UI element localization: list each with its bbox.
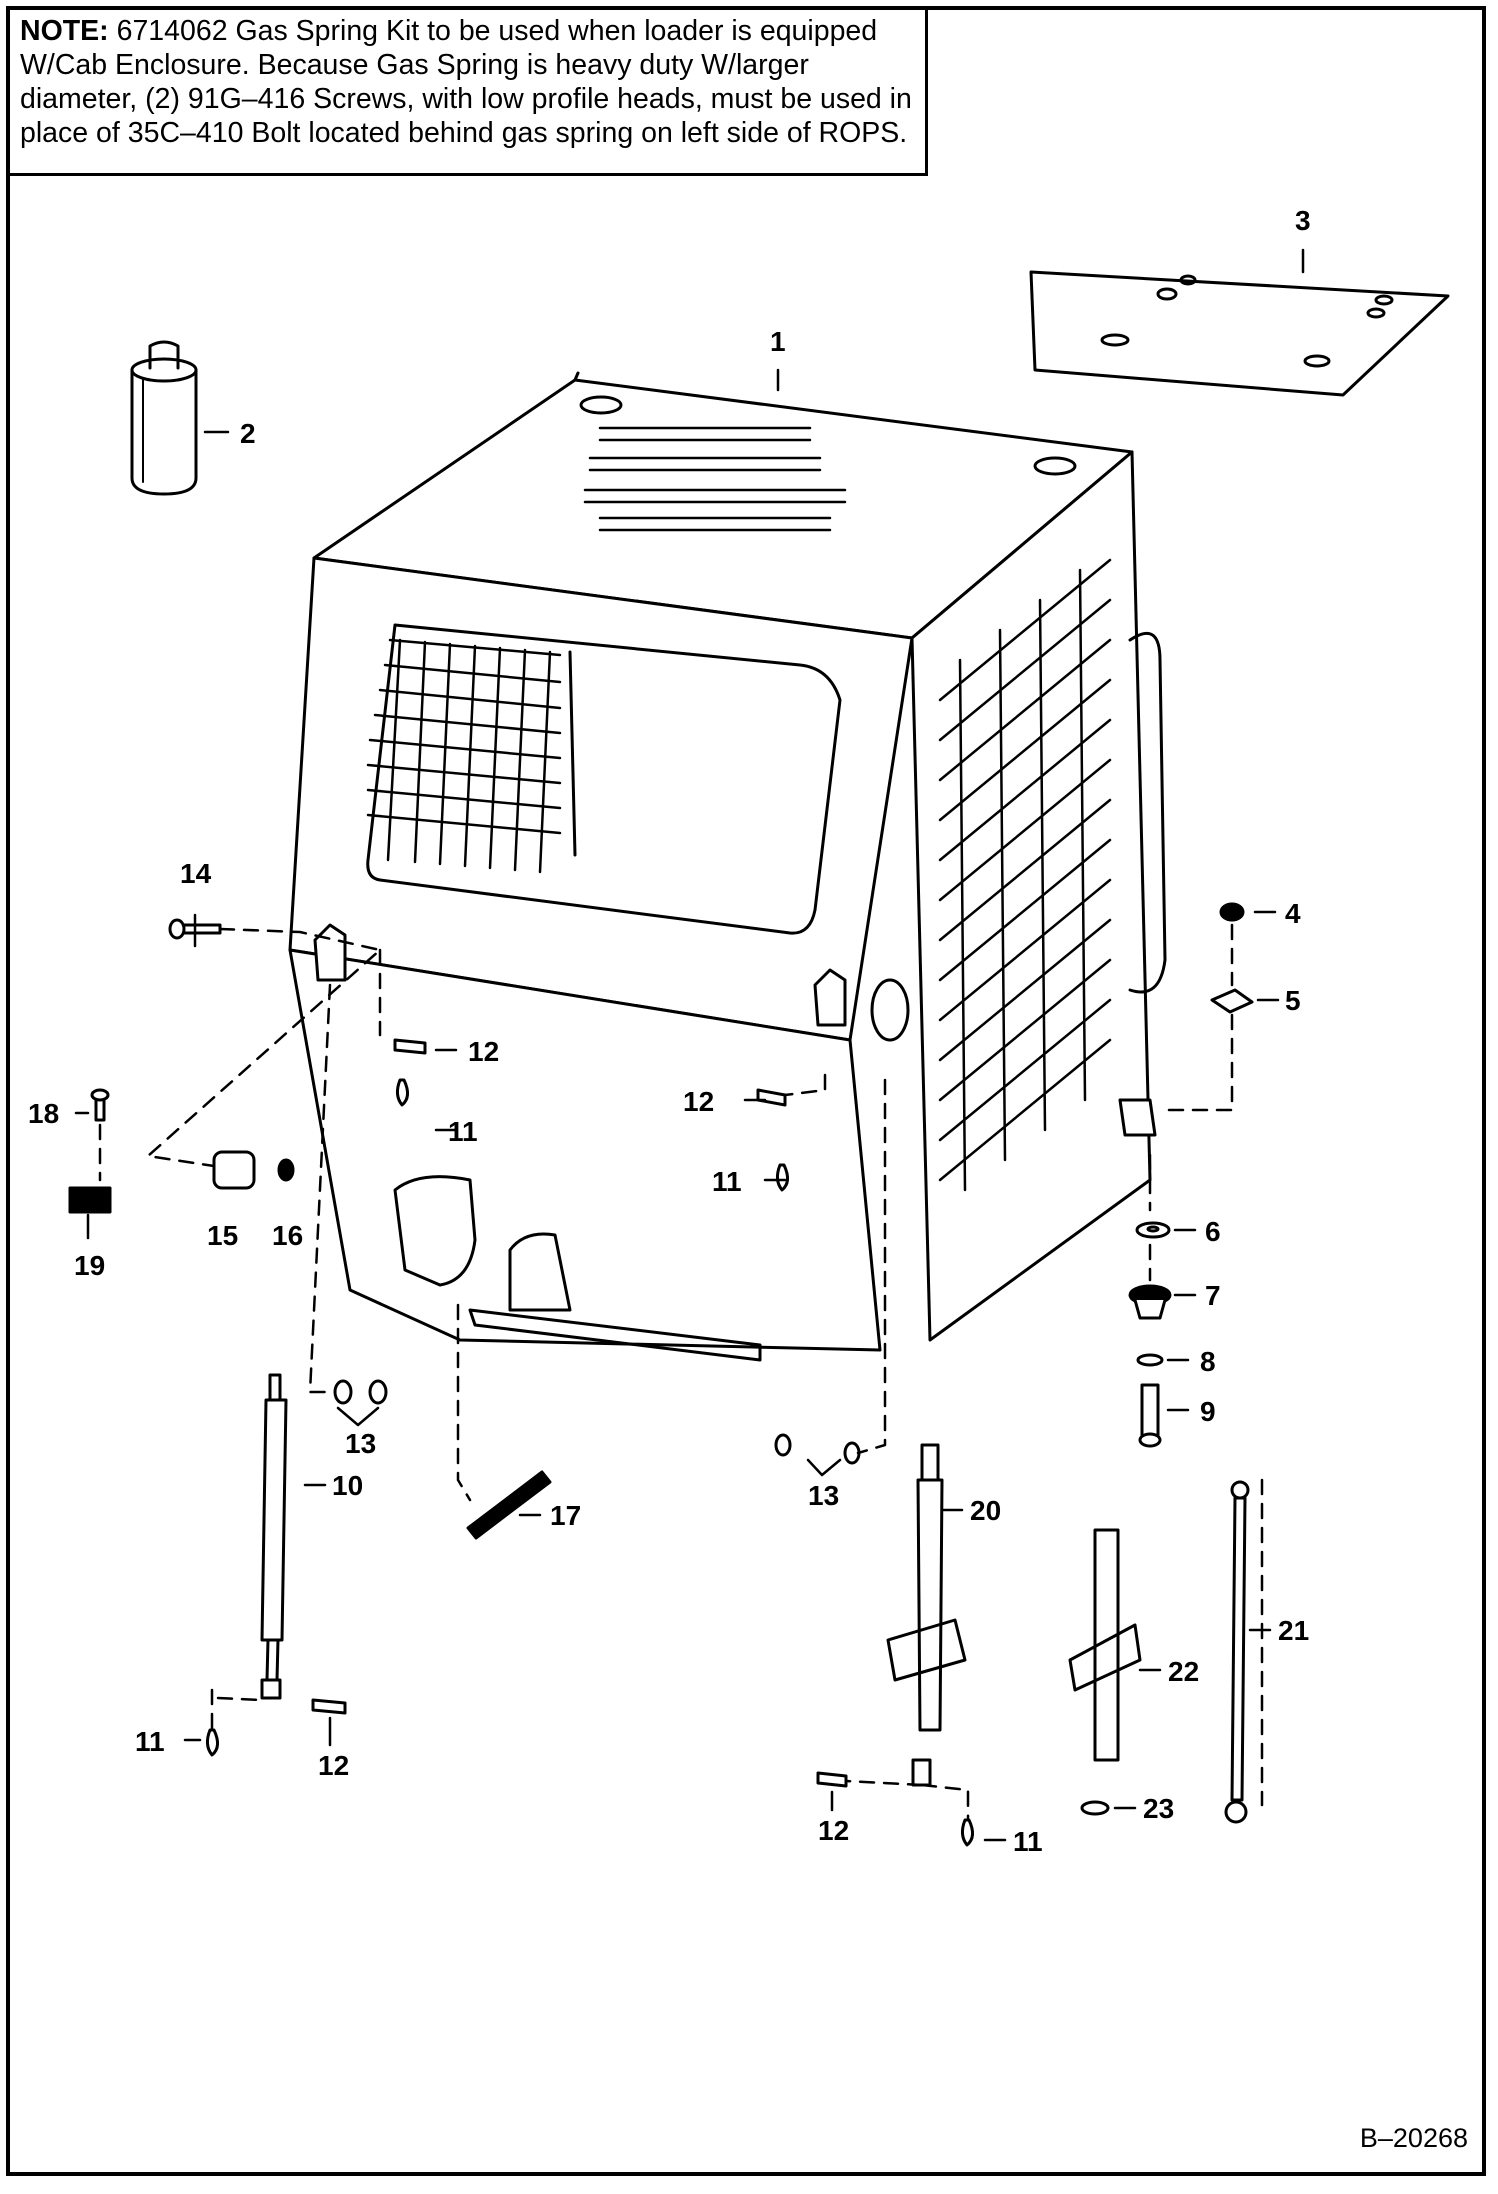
callout-17: 17: [550, 1500, 582, 1531]
callout-21: 21: [1278, 1615, 1310, 1646]
callout-11-a: 11: [448, 1116, 478, 1147]
callout-15: 15: [207, 1220, 239, 1251]
note-box: NOTE: 6714062 Gas Spring Kit to be used …: [6, 6, 928, 176]
part-20-latch: [886, 1443, 967, 1787]
callout-12-d: 12: [818, 1815, 850, 1846]
callout-14: 14: [180, 858, 212, 889]
callout-18: 18: [28, 1098, 60, 1129]
callout-23: 23: [1143, 1793, 1175, 1824]
callout-12-c: 12: [318, 1750, 350, 1781]
callout-6: 6: [1205, 1216, 1221, 1247]
note-text: 6714062 Gas Spring Kit to be used when l…: [20, 15, 912, 149]
callout-8: 8: [1200, 1346, 1216, 1377]
callout-1: 1: [770, 326, 786, 357]
callout-5: 5: [1285, 985, 1301, 1016]
callout-11-b: 11: [712, 1166, 742, 1197]
callout-13-a: 13: [345, 1428, 377, 1459]
part-7-rubber-mount: [1128, 1284, 1172, 1320]
part-23-washer: [1080, 1800, 1110, 1816]
callout-7: 7: [1205, 1280, 1221, 1311]
callout-20: 20: [970, 1495, 1002, 1526]
part-13-bushing: [333, 1379, 861, 1465]
callout-10: 10: [332, 1470, 364, 1501]
callout-11-d: 11: [1013, 1826, 1043, 1857]
part-12-pin: [311, 1038, 848, 1788]
callout-16: 16: [272, 1220, 304, 1251]
part-5-plate: [1210, 988, 1254, 1014]
part-22-latch: [1068, 1528, 1142, 1762]
callout-22: 22: [1168, 1656, 1200, 1687]
callout-2: 2: [240, 418, 256, 449]
part-6-washer: [1135, 1221, 1171, 1239]
drawing-number: B–20268: [1359, 2123, 1468, 2153]
part-16-washer: [277, 1158, 295, 1182]
diagram-frame: [6, 6, 1486, 2176]
part-8-washer: [1136, 1353, 1164, 1367]
callout-12-a: 12: [468, 1036, 500, 1067]
callout-4: 4: [1285, 898, 1301, 929]
note-label: NOTE:: [20, 15, 109, 47]
callout-19: 19: [74, 1250, 106, 1281]
part-10-gas-spring: [260, 1373, 288, 1700]
callout-3: 3: [1295, 205, 1311, 236]
part-3-cover-plate: [1029, 270, 1450, 397]
callout-12-b: 12: [683, 1086, 715, 1117]
part-21-rod: [1224, 1480, 1250, 1824]
part-2-canister: [130, 340, 198, 496]
callout-leaders: [74, 248, 1305, 1842]
part-15-bushing: [212, 1150, 256, 1190]
part-9-bolt: [1138, 1383, 1162, 1448]
callout-11-c: 11: [135, 1726, 165, 1757]
part-4-nut: [1219, 902, 1245, 922]
part-18-bolt: [90, 1088, 110, 1122]
callout-13-b: 13: [808, 1480, 840, 1511]
part-17-rod: [466, 1470, 552, 1540]
part-11-clip: [205, 1078, 974, 1847]
callout-9: 9: [1200, 1396, 1216, 1427]
part-1-cab-rops: [288, 371, 1167, 1362]
assembly-dashed-lines: [98, 923, 1264, 1822]
part-19-spring: [68, 1186, 112, 1214]
